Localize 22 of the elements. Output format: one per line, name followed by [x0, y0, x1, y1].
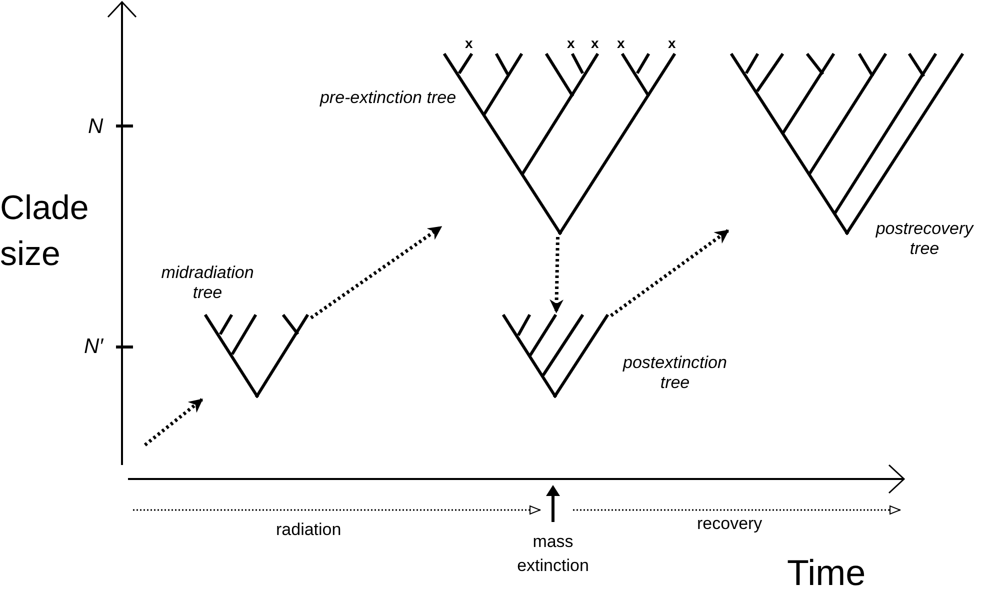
extinction-mark: x: [668, 36, 676, 50]
tree-caption: postrecovery tree: [874, 219, 975, 259]
dotted-arrow: [550, 236, 564, 314]
tree-caption: midradiation tree: [160, 263, 255, 303]
tree-diagram: [204, 314, 309, 398]
event-label: mass extinction: [516, 531, 590, 577]
dotted-arrow: [144, 398, 204, 446]
extinction-mark: x: [465, 36, 473, 50]
dotted-arrow: [310, 225, 442, 320]
dotted-arrow: [610, 229, 730, 318]
extinction-mark: x: [591, 36, 599, 50]
tree-caption: postextinction tree: [622, 353, 728, 393]
phase-label: radiation: [276, 521, 342, 538]
extinction-mark: x: [567, 36, 575, 50]
axis-title: Clade size: [0, 188, 90, 275]
axis-tick-label: N: [88, 116, 104, 137]
phase-label: recovery: [697, 515, 762, 532]
axis-title: Time: [787, 555, 866, 591]
axis-tick-label: N′: [84, 336, 104, 357]
tree-diagram: [502, 314, 609, 398]
tree-caption: pre-extinction tree: [318, 88, 458, 108]
extinction-mark: x: [617, 36, 625, 50]
